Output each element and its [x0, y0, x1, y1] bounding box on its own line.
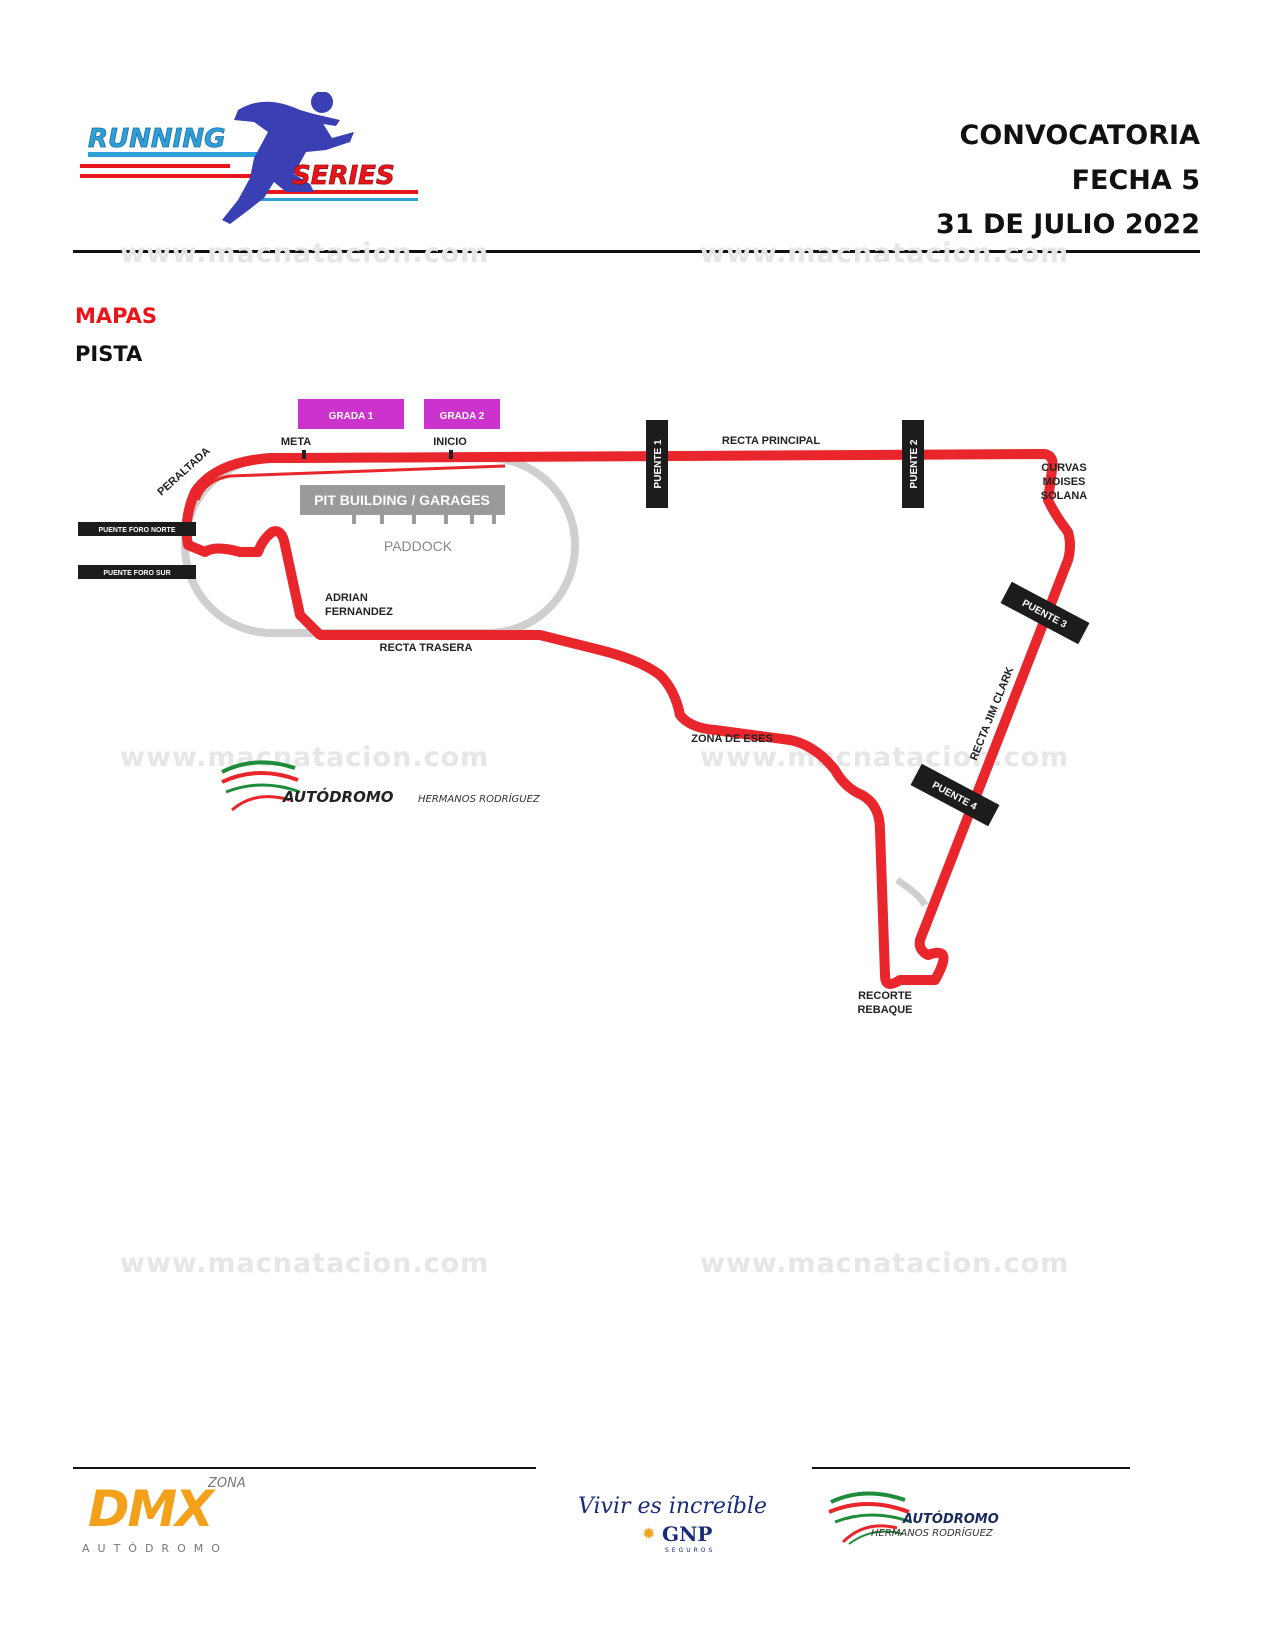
- gnp-sub: SEGUROS: [665, 1547, 716, 1554]
- pit-lane: [196, 464, 506, 501]
- puente-foro-norte: [78, 522, 196, 536]
- grada2-label: GRADA 2: [440, 411, 485, 422]
- adrian-label-2: FERNANDEZ: [325, 606, 393, 618]
- watermark: www.macnatacion.com: [700, 238, 1070, 269]
- watermark: www.macnatacion.com: [700, 742, 1070, 773]
- puente2-label: PUENTE 2: [909, 439, 920, 488]
- autodromo-stripes-icon: [828, 1491, 912, 1545]
- race-track: [181, 449, 1075, 989]
- paddock-label: PADDOCK: [384, 538, 453, 554]
- footer-divider-right: [812, 1467, 1130, 1469]
- recorte-label-2: REBAQUE: [857, 1004, 912, 1016]
- autodromo-subword: HERMANOS RODRÍGUEZ: [418, 792, 541, 805]
- autodromo-word: AUTÓDROMO: [282, 787, 394, 806]
- autodromo-logo: AUTÓDROMO HERMANOS RODRÍGUEZ: [221, 760, 541, 812]
- logo-word-running: RUNNING: [88, 124, 225, 154]
- meta-label: META: [281, 436, 311, 448]
- watermark: www.macnatacion.com: [120, 742, 490, 773]
- header-date: 31 DE JULIO 2022: [936, 209, 1200, 240]
- runner-icon: RUNNING SERIES: [80, 91, 418, 224]
- gnp-slogan: Vivir es increíble: [578, 1494, 768, 1519]
- dmx-word: DMX: [88, 1480, 214, 1538]
- grada1-label: GRADA 1: [329, 411, 374, 422]
- inicio-marker: [449, 450, 453, 459]
- gnp-name: GNP: [662, 1522, 713, 1546]
- grandstand-1: [298, 399, 404, 429]
- watermark: www.macnatacion.com: [700, 1248, 1070, 1279]
- header-convocatoria: CONVOCATORIA: [959, 120, 1200, 151]
- gnp-sun-icon: ✹: [642, 1524, 656, 1543]
- recta-principal-label: RECTA PRINCIPAL: [722, 435, 820, 447]
- section-subtitle-pista: PISTA: [75, 342, 143, 366]
- inicio-label: INICIO: [433, 436, 467, 448]
- autodromo-footer-logo: AUTÓDROMO HERMANOS RODRÍGUEZ: [825, 1488, 1025, 1548]
- dmx-sub: AUTÓDROMO: [82, 1542, 228, 1555]
- header-divider: [73, 250, 1200, 253]
- puente-foro-sur: [78, 565, 196, 579]
- meta-marker: [302, 450, 306, 459]
- recta-trasera-label: RECTA TRASERA: [380, 642, 473, 654]
- pit-building: [300, 485, 505, 515]
- recorte-label-1: RECORTE: [858, 990, 912, 1002]
- grandstand-2: [424, 399, 500, 429]
- footer-divider-left: [73, 1467, 536, 1469]
- puente-2: [902, 420, 924, 508]
- track-map: PIT BUILDING / GARAGES PADDOCK GRADA 1 G…: [78, 399, 1090, 1016]
- puente-3: PUENTE 3: [1000, 581, 1090, 645]
- watermark: www.macnatacion.com: [120, 238, 490, 269]
- dmx-logo: ZONA DMX AUTÓDROMO: [80, 1476, 270, 1556]
- running-series-logo: RUNNING SERIES: [78, 91, 423, 227]
- zona-eses-label: ZONA DE ESES: [691, 733, 773, 745]
- section-title-mapas: MAPAS: [75, 304, 157, 328]
- autodromo-footer-sub: HERMANOS RODRÍGUEZ: [871, 1528, 993, 1539]
- puente-1: [646, 420, 668, 508]
- curvas-label-1: CURVAS: [1041, 462, 1086, 474]
- watermark: www.macnatacion.com: [120, 1248, 490, 1279]
- autodromo-footer-word: AUTÓDROMO: [903, 1512, 999, 1527]
- pit-building-label: PIT BUILDING / GARAGES: [314, 492, 490, 508]
- puente-foro-sur-label: PUENTE FORO SUR: [103, 570, 170, 577]
- puente1-label: PUENTE 1: [653, 439, 664, 488]
- dmx-zona: ZONA: [208, 1476, 246, 1491]
- adrian-label-1: ADRIAN: [325, 592, 368, 604]
- curvas-label-3: SOLANA: [1041, 490, 1088, 502]
- puente-foro-norte-label: PUENTE FORO NORTE: [98, 527, 175, 534]
- header-fecha: FECHA 5: [1071, 165, 1200, 196]
- gnp-logo: Vivir es increíble ✹ GNP SEGUROS: [570, 1494, 800, 1564]
- logo-word-series: SERIES: [292, 161, 395, 191]
- curvas-label-2: MOISES: [1043, 476, 1086, 488]
